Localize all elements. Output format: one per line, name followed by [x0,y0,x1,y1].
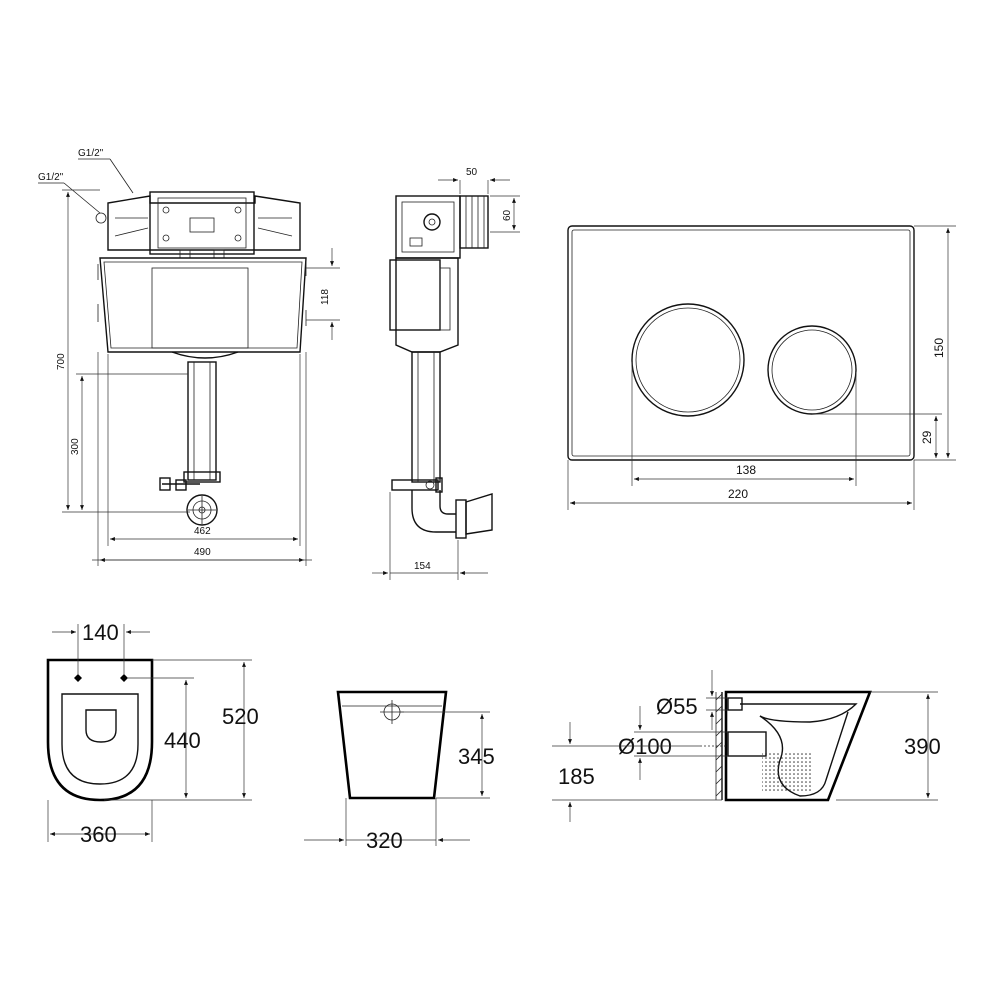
half-flush-button [767,325,857,415]
inlet-side-label: G1/2" [38,172,64,183]
toilet-width-label: 360 [80,822,117,847]
cistern-side-view: 50 60 154 [372,167,520,580]
inlet-diameter-label: Ø55 [656,694,698,719]
toilet-side-view: Ø55 Ø100 185 390 [552,670,941,822]
plate-height-label: 150 [932,338,946,358]
plate-width-label: 220 [728,487,748,501]
fixing-spacing-label: 140 [82,620,119,645]
cistern-front-view: G1/2" G1/2" [38,148,340,566]
height-total-label: 700 [56,353,67,370]
button-offset-label: 29 [920,430,934,444]
inlet-top-label: G1/2" [78,148,104,159]
outlet-diameter-label: Ø100 [618,734,672,759]
height-flange-label: 60 [502,209,513,221]
depth-flange-label: 50 [466,167,478,178]
back-width-label: 320 [366,828,403,853]
width-pipe-label: 462 [194,526,211,537]
toilet-back-view: 345 320 [304,690,495,853]
back-height-label: 345 [458,744,495,769]
toilet-length-label: 520 [222,704,259,729]
flush-plate-view: 150 29 138 220 [567,225,956,510]
width-total-label: 490 [194,547,211,558]
outlet-height-label: 185 [558,764,595,789]
height-body-label: 118 [320,289,331,305]
toilet-top-view: 140 520 440 360 [46,620,259,847]
fixing-distance-label: 440 [164,728,201,753]
depth-total-label: 154 [414,561,431,572]
height-outlet-label: 300 [70,438,81,455]
side-height-label: 390 [904,734,941,759]
buttons-width-label: 138 [736,463,756,477]
full-flush-button [631,303,745,417]
